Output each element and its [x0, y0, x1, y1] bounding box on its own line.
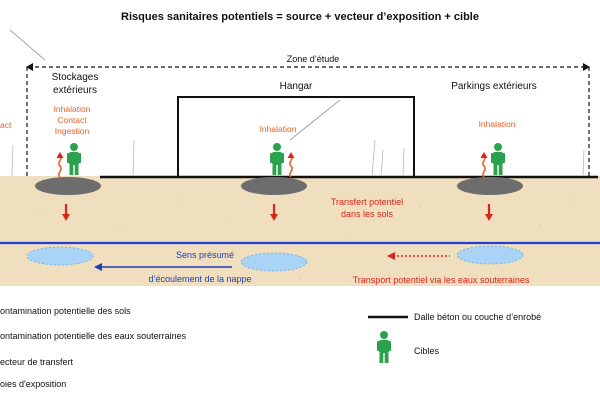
soil-texture: [39, 199, 571, 279]
groundwater-contamination-lens: [456, 245, 524, 265]
flow-direction-arrow: [94, 263, 232, 271]
groundwater-transport-arrow: [387, 252, 450, 260]
groundwater-transport-label: Transport potentiel via les eaux souterr…: [353, 275, 530, 285]
zone-label-stockages: Stockages: [52, 72, 99, 83]
legend-slab: Dalle béton ou couche d’enrobé: [414, 312, 541, 322]
legend-exposure-routes: oies d'exposition: [0, 379, 66, 389]
wavy-exposure-arrow-icon: [286, 151, 296, 178]
callout-line: [289, 99, 341, 141]
exposure-route-label: Inhalation: [54, 104, 91, 114]
grass-lines: [11, 139, 585, 177]
flow-direction-label: d’écoulement de la nappe: [148, 274, 251, 284]
callout-line: [9, 29, 46, 61]
soil-transfer-label: Transfert potentiel: [331, 197, 403, 207]
person-icon: [67, 143, 81, 175]
soil-contamination-spot: [241, 177, 307, 195]
legend-targets: Cibles: [414, 346, 440, 356]
diagram-title: Risques sanitaires potentiels = source +…: [121, 11, 479, 23]
exposure-route-label: Ingestion: [55, 126, 90, 136]
exposure-route-label-cut: act: [0, 120, 12, 130]
hangar-building: [177, 96, 415, 178]
person-icon: [270, 143, 284, 175]
exposure-route-label: Inhalation: [260, 124, 297, 134]
study-zone-arrow: [26, 63, 590, 176]
soil-contamination-spot: [35, 177, 101, 195]
study-zone-label: Zone d’étude: [287, 54, 340, 64]
wavy-exposure-arrow-icon: [479, 151, 489, 178]
groundwater-contamination-lens: [240, 252, 308, 272]
legend-soil-contamination: ontamination potentielle des sols: [0, 306, 131, 316]
person-icon: [491, 143, 505, 175]
flow-direction-label: Sens présumé: [176, 250, 234, 260]
legend-transfer-vector: ecteur de transfert: [0, 357, 74, 367]
soil-contamination-spot: [457, 177, 523, 195]
exposure-route-label: Inhalation: [479, 119, 516, 129]
groundwater-contamination-lens: [26, 246, 94, 266]
person-icon: [377, 331, 391, 363]
zone-label-hangar: Hangar: [280, 81, 313, 92]
zone-label-parkings: Parkings extérieurs: [451, 81, 537, 92]
zone-label-stockages: extérieurs: [53, 85, 97, 96]
exposure-route-label: Contact: [57, 115, 87, 125]
legend-groundwater-contamination: ontamination potentielle des eaux souter…: [0, 331, 187, 341]
soil-transfer-label: dans les sols: [341, 209, 394, 219]
wavy-exposure-arrow-icon: [55, 151, 65, 178]
